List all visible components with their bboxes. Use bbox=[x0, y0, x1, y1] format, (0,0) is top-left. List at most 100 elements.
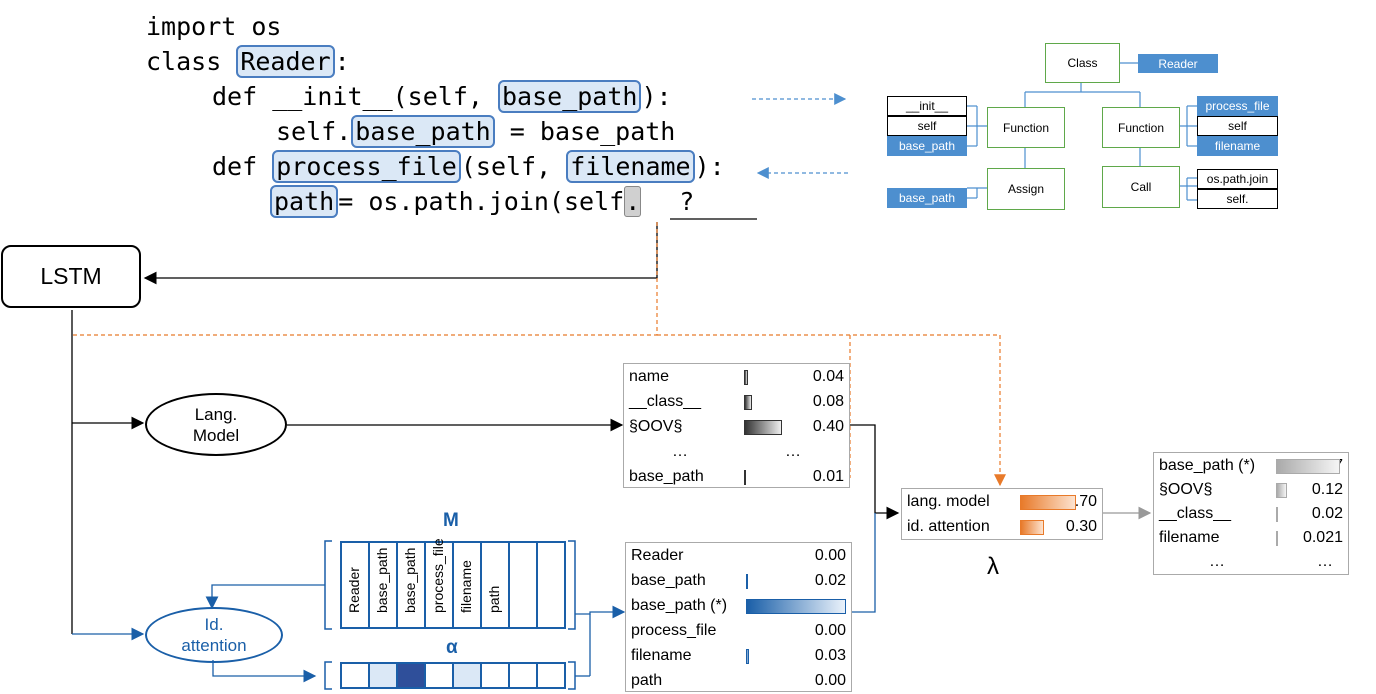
panel-row: __class__ 0.02 bbox=[1154, 502, 1348, 527]
panel-row-value: 0.03 bbox=[814, 647, 846, 664]
panel-row-value: 0.04 bbox=[812, 368, 844, 385]
panel-row-value: 0.00 bbox=[814, 622, 846, 639]
highlight-identifier: path bbox=[270, 185, 339, 218]
code-text: def __init__(self, bbox=[212, 82, 498, 111]
code-line-6: path= os.path.join(self.? bbox=[270, 184, 694, 219]
code-text: = base_path bbox=[494, 117, 676, 146]
lang-model-node: Lang.Model bbox=[145, 393, 287, 456]
panel-row-key: __class__ bbox=[1159, 505, 1232, 522]
panel-row: base_path (*)0.95 bbox=[626, 594, 851, 619]
tree-label-self-2: self bbox=[1197, 116, 1278, 136]
panel-row: id. attention 0.30 bbox=[902, 515, 1102, 540]
code-line-5: def process_file(self, filename): bbox=[212, 149, 725, 184]
code-text: def bbox=[212, 152, 273, 181]
panel-row-key: filename bbox=[631, 647, 692, 664]
probability-bar bbox=[746, 649, 750, 664]
code-text: self. bbox=[276, 117, 352, 146]
memory-cell bbox=[536, 541, 566, 629]
panel-row-value: 0.30 bbox=[1065, 518, 1097, 535]
alpha-cell bbox=[452, 662, 482, 689]
panel-row-value: 0.00 bbox=[814, 672, 846, 689]
probability-bar bbox=[744, 395, 752, 410]
panel-row-key: base_path (*) bbox=[631, 597, 728, 614]
tree-label-self-dot: self. bbox=[1197, 189, 1278, 209]
memory-cell-label: base_path bbox=[402, 547, 418, 613]
highlight-identifier: base_path bbox=[351, 115, 495, 148]
id-attention-node: Id.attention bbox=[145, 607, 283, 663]
panel-row-key: id. attention bbox=[907, 518, 990, 535]
tree-label-base-path-2: base_path bbox=[887, 188, 967, 208]
panel-row-value: 0.08 bbox=[812, 393, 844, 410]
probability-bar bbox=[1276, 507, 1278, 522]
tree-label-self-1: self bbox=[887, 116, 967, 136]
highlight-identifier: Reader bbox=[236, 45, 335, 78]
panel-row: §OOV§ 0.12 bbox=[1154, 478, 1348, 503]
panel-row-value: 0.02 bbox=[814, 572, 846, 589]
output-panel: base_path (*)0.67§OOV§0.12__class__0.02f… bbox=[1153, 452, 1349, 575]
alpha-label: α bbox=[446, 637, 458, 658]
panel-row: process_file 0.00 bbox=[626, 619, 851, 644]
panel-row-key: process_file bbox=[631, 622, 717, 639]
code-question-mark: ? bbox=[679, 187, 695, 216]
probability-bar bbox=[744, 470, 746, 485]
tree-label-reader: Reader bbox=[1138, 54, 1218, 73]
probability-bar bbox=[1276, 531, 1278, 546]
probability-bar bbox=[1020, 495, 1076, 510]
memory-cell bbox=[508, 541, 538, 629]
probability-bar bbox=[744, 420, 782, 435]
probability-bar bbox=[746, 574, 749, 589]
code-text: import os bbox=[146, 12, 282, 41]
tree-node-function-2: Function bbox=[1102, 107, 1180, 148]
cursor-highlight: . bbox=[624, 186, 642, 217]
panel-row: …… bbox=[624, 440, 849, 465]
panel-row-key: §OOV§ bbox=[629, 418, 683, 435]
panel-row: §OOV§ 0.40 bbox=[624, 415, 849, 440]
panel-row-key: base_path bbox=[629, 468, 704, 485]
panel-row-value: 0.00 bbox=[814, 547, 846, 564]
panel-row-value: 0.12 bbox=[1311, 481, 1343, 498]
id-attention-label-2: attention bbox=[181, 636, 247, 655]
tree-node-class: Class bbox=[1045, 43, 1120, 83]
lstm-box: LSTM bbox=[1, 245, 141, 308]
tree-label-os-path-join: os.path.join bbox=[1197, 169, 1278, 189]
panel-row-key: … bbox=[672, 443, 688, 460]
panel-row-value: 0.02 bbox=[1311, 505, 1343, 522]
probability-bar bbox=[746, 599, 846, 614]
panel-row-key: §OOV§ bbox=[1159, 481, 1213, 498]
memory-cell-label: base_path bbox=[374, 547, 390, 613]
panel-row-value: … bbox=[785, 443, 801, 460]
code-line-3: def __init__(self, base_path): bbox=[212, 79, 672, 114]
memory-cell-label: path bbox=[486, 585, 502, 613]
panel-row-key: base_path bbox=[631, 572, 706, 589]
lstm-label: LSTM bbox=[40, 263, 102, 289]
probability-bar bbox=[1276, 483, 1288, 498]
lang-model-label-2: Model bbox=[192, 425, 240, 445]
highlight-identifier: base_path bbox=[497, 80, 642, 113]
panel-row-key: filename bbox=[1159, 529, 1220, 546]
panel-row: base_path 0.01 bbox=[624, 465, 849, 490]
highlight-identifier: filename bbox=[566, 150, 695, 183]
panel-row: base_path 0.02 bbox=[626, 569, 851, 594]
code-text: (self, bbox=[460, 152, 567, 181]
panel-row-key: lang. model bbox=[907, 493, 990, 510]
panel-row: …… bbox=[1154, 550, 1348, 575]
tree-label-base-path-1: base_path bbox=[887, 136, 967, 156]
tree-node-assign: Assign bbox=[987, 168, 1065, 210]
memory-label: M bbox=[443, 510, 459, 531]
panel-row-key: name bbox=[629, 368, 670, 385]
code-line-4: self.base_path = base_path bbox=[276, 114, 675, 149]
panel-row-key: … bbox=[1209, 553, 1225, 570]
panel-row-key: path bbox=[631, 672, 663, 689]
panel-row-value: 0.40 bbox=[812, 418, 844, 435]
code-line-2: class Reader: bbox=[146, 44, 350, 79]
probability-bar bbox=[1020, 520, 1044, 535]
code-text: = os.path.join(self bbox=[338, 187, 625, 216]
memory-cell-label: process_file bbox=[430, 538, 446, 613]
tree-node-call: Call bbox=[1102, 166, 1180, 208]
code-text: ): bbox=[641, 82, 672, 111]
panel-row-value: 0.01 bbox=[812, 468, 844, 485]
alpha-cell bbox=[396, 662, 426, 689]
